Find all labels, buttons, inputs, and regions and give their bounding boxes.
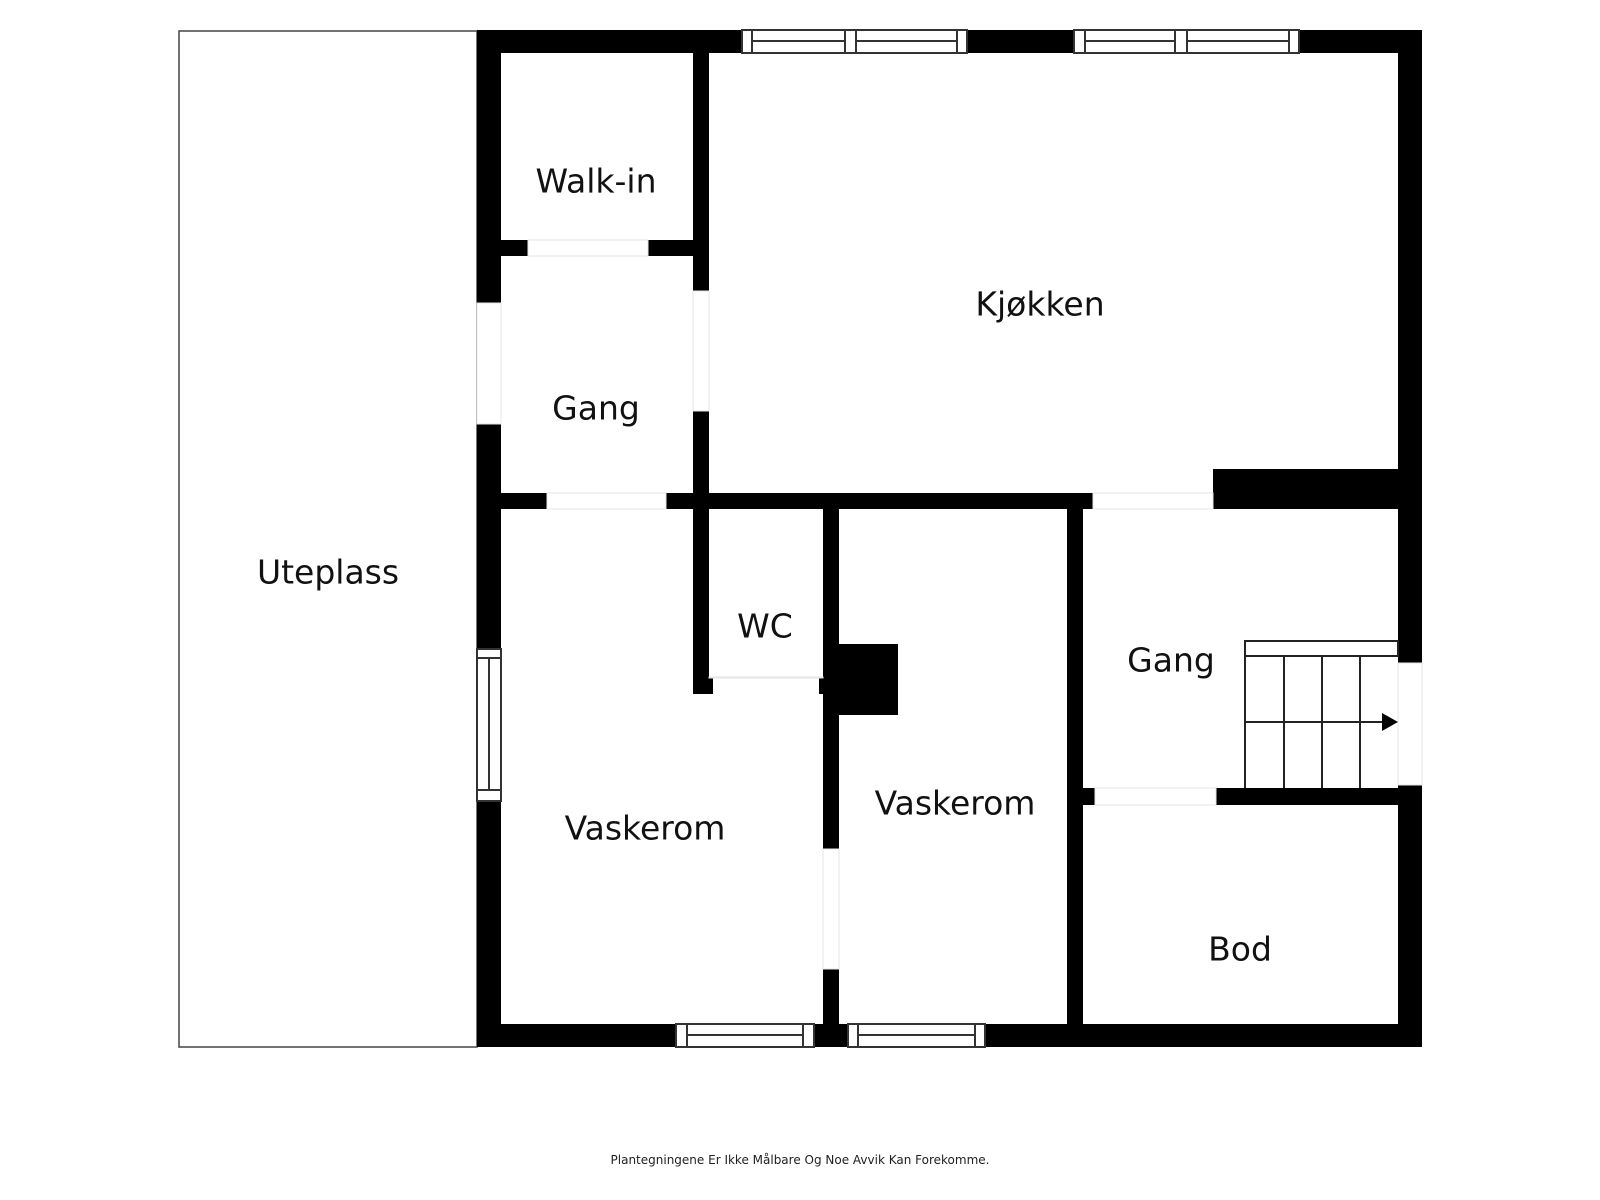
room-label-walk-in: Walk-in	[535, 161, 657, 201]
room-label-bod: Bod	[1208, 929, 1272, 969]
window-bottom-left	[675, 1023, 815, 1048]
uteplass-area	[178, 30, 478, 1048]
window-left	[476, 648, 502, 802]
room-label-wc: WC	[737, 606, 793, 646]
room-label-gang-right: Gang	[1127, 640, 1215, 680]
interior-walls	[501, 30, 1398, 1024]
door-openings	[476, 239, 1423, 970]
disclaimer-text: Plantegningene Er Ikke Målbare Og Noe Av…	[610, 1153, 990, 1167]
window-top-right	[1073, 29, 1300, 54]
room-label-gang-upper: Gang	[552, 388, 640, 428]
room-label-vaskerom-left: Vaskerom	[564, 808, 726, 848]
room-label-vaskerom-right: Vaskerom	[874, 783, 1036, 823]
window-bottom-right	[847, 1023, 986, 1048]
window-top-left	[741, 29, 968, 54]
room-label-uteplass: Uteplass	[256, 552, 400, 592]
stair-arrow-icon	[1382, 713, 1398, 731]
outer-walls	[477, 30, 1422, 1047]
staircase	[1244, 640, 1399, 788]
room-label-kjokken: Kjøkken	[975, 284, 1105, 324]
